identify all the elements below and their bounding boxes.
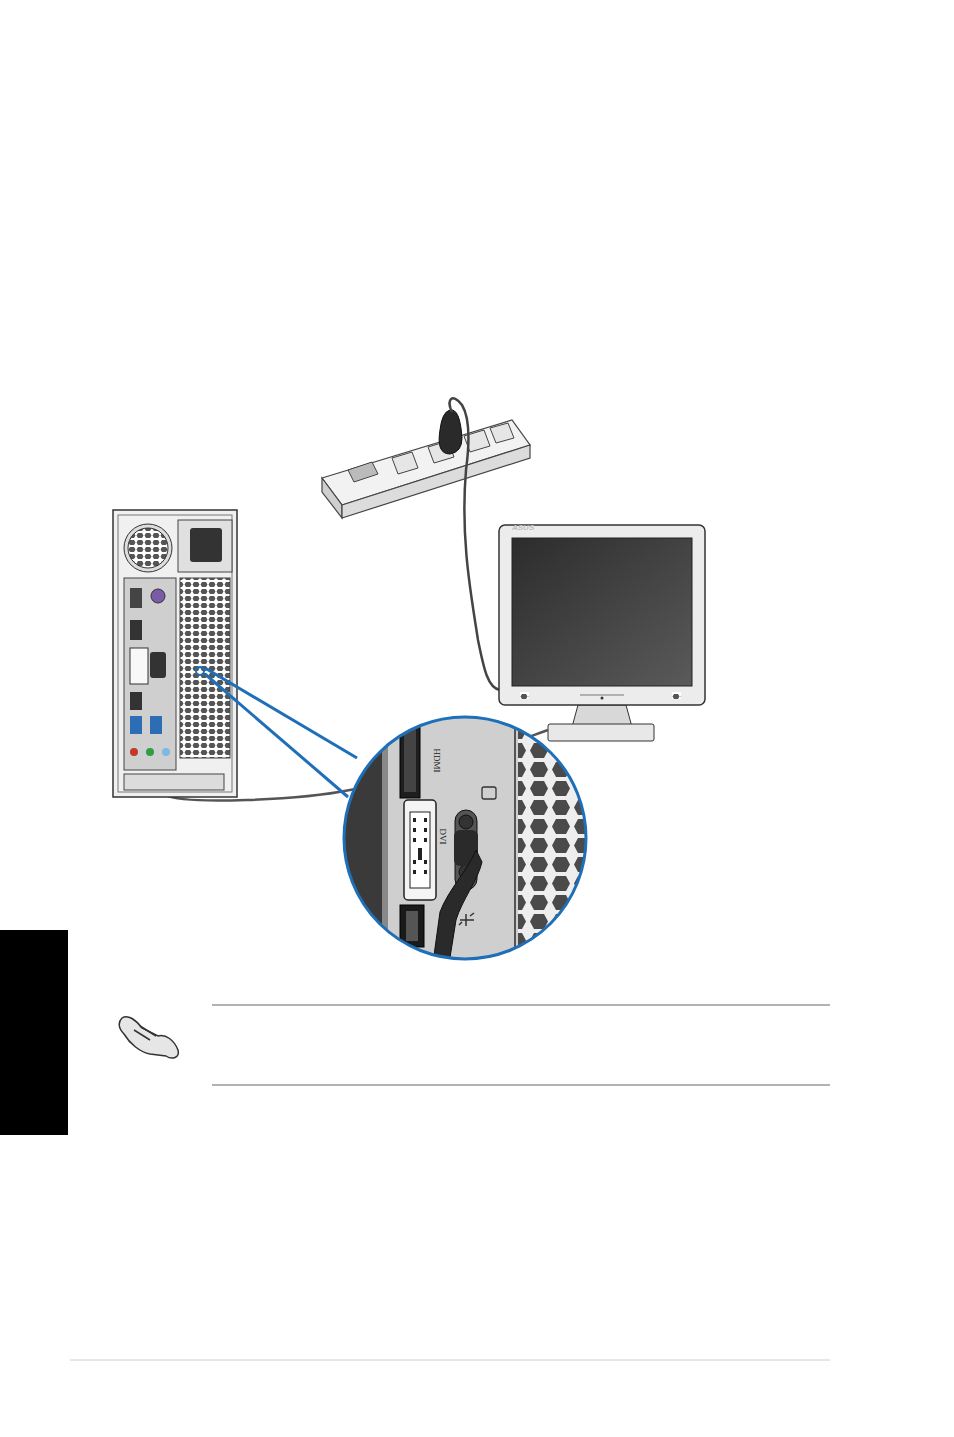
zoom-inset <box>340 710 608 970</box>
brand-logo: ASUS <box>512 524 534 532</box>
port-label: HDMI <box>432 748 441 772</box>
port-label: DVI <box>438 828 447 844</box>
power-strip <box>322 410 530 518</box>
monitor <box>499 525 705 741</box>
side-tab <box>0 930 68 1135</box>
desktop-pc <box>113 510 237 797</box>
note-hand-icon <box>119 1017 178 1058</box>
